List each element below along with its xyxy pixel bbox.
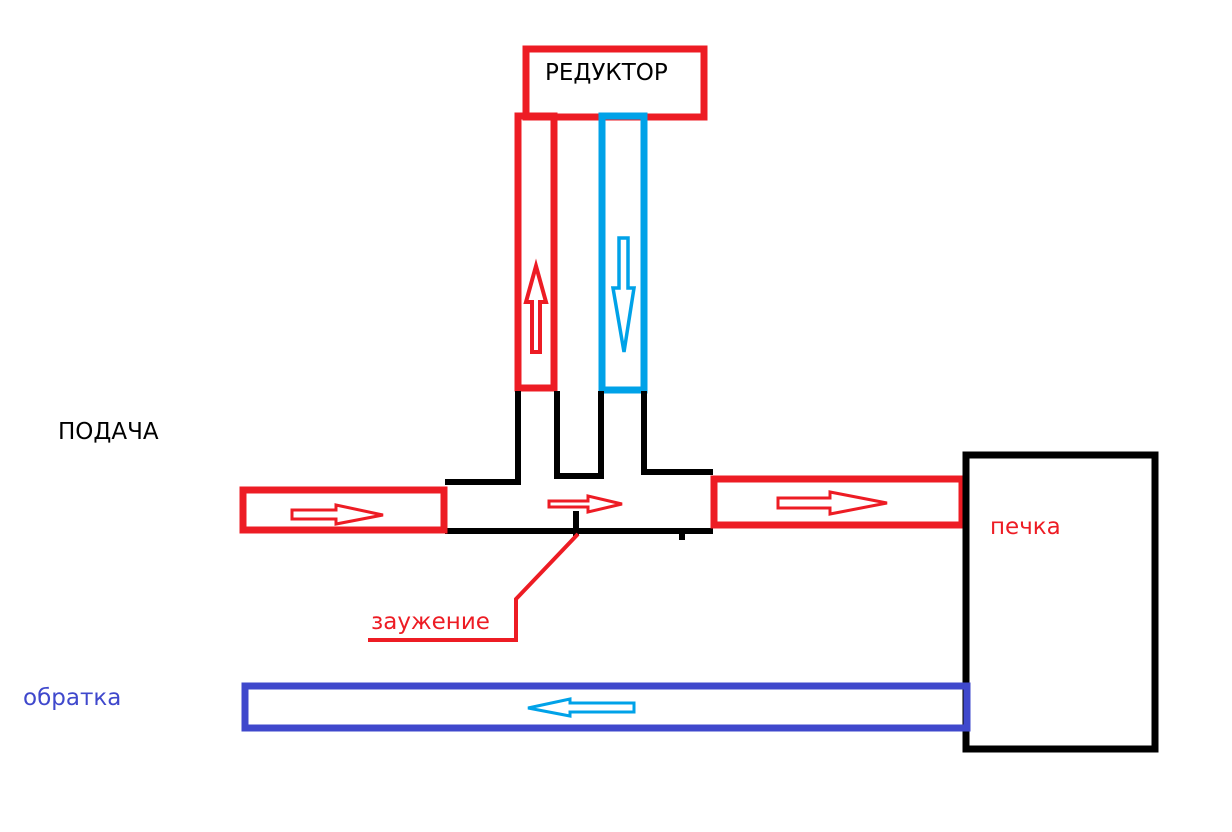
supply-pipe xyxy=(239,486,448,534)
stove-label: печка xyxy=(990,514,1061,540)
cold-downpipe xyxy=(598,112,648,394)
return-pipe xyxy=(241,682,971,732)
tee-fitting xyxy=(445,391,713,540)
stove-feed-pipe xyxy=(710,475,966,529)
tee-flow-arrow-icon xyxy=(547,494,623,514)
supply-arrow-icon xyxy=(290,503,384,526)
narrowing-pointer xyxy=(368,532,580,642)
supply-label: ПОДАЧА xyxy=(58,419,159,445)
narrowing-label: заужение xyxy=(371,609,490,635)
up-arrow-icon xyxy=(523,258,549,354)
return-label: обратка xyxy=(23,685,121,711)
stove-box xyxy=(962,451,1159,753)
stove-feed-arrow-icon xyxy=(776,490,888,516)
return-arrow-icon xyxy=(527,697,636,718)
hot-riser-pipe xyxy=(514,112,558,392)
down-arrow-icon xyxy=(610,236,637,353)
reducer-label: РЕДУКТОР xyxy=(545,60,668,86)
